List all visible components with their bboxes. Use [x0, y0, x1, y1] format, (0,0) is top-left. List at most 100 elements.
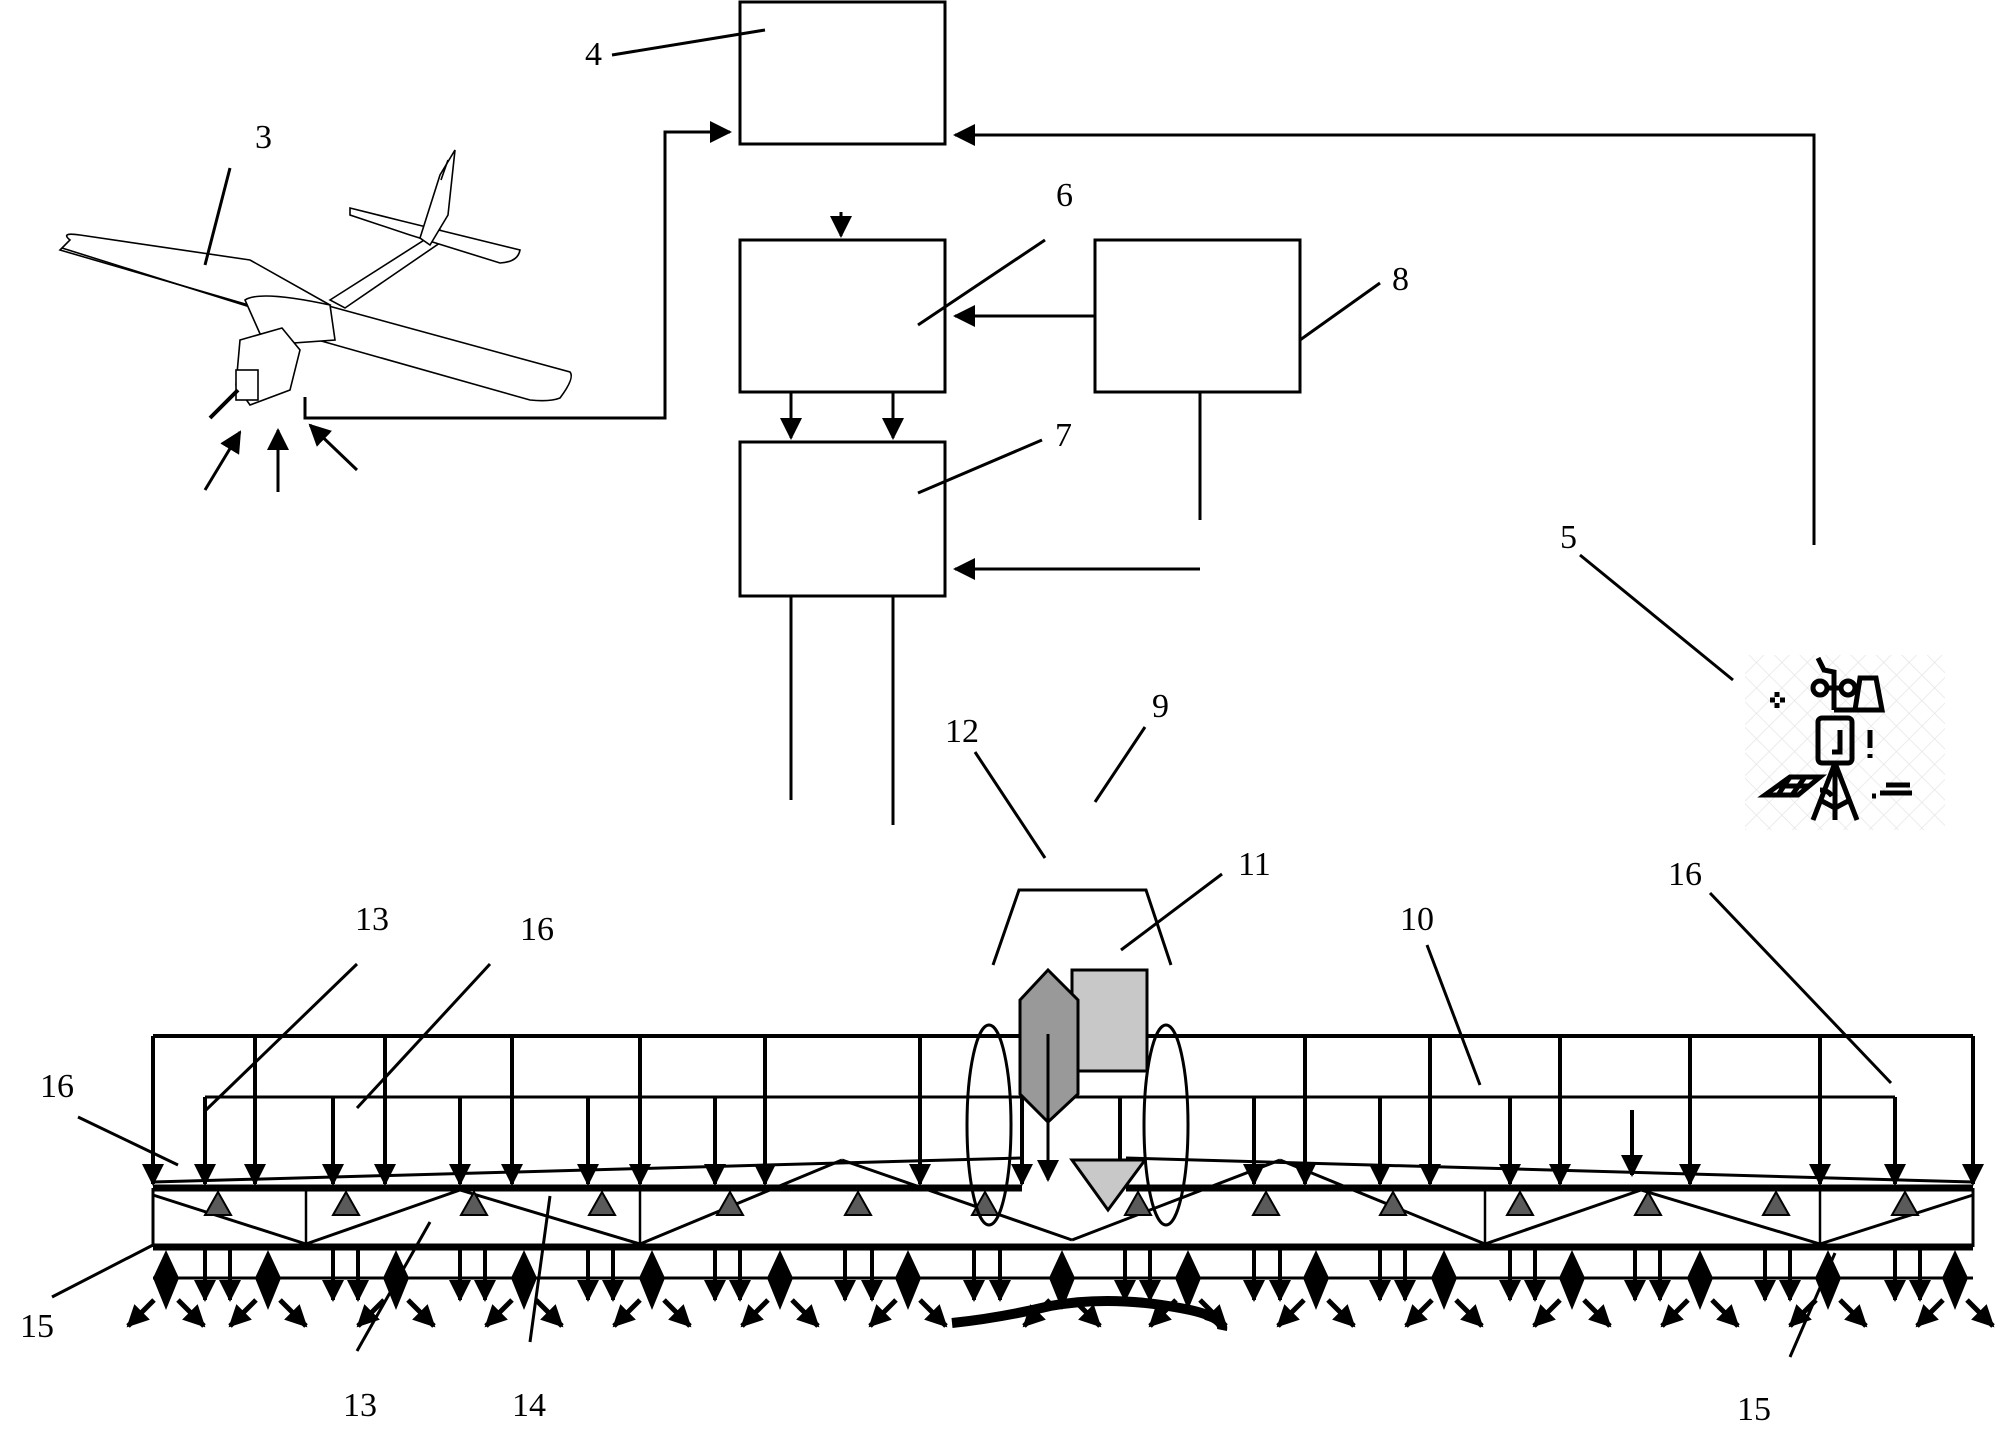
truss-segment [639, 1158, 843, 1246]
spray-arrow [484, 1298, 514, 1328]
diamond-nozzle-icon [1942, 1250, 1968, 1310]
spray-arrow [1660, 1298, 1690, 1328]
diamond-nozzle-icon [767, 1250, 793, 1310]
tank-shape [1070, 968, 1149, 1073]
label-11: 11 [1238, 846, 1271, 883]
leader-line-13-lower [355, 1221, 432, 1352]
triangle-valve-icon [1251, 1189, 1281, 1216]
leader-line-16-outer [77, 1115, 179, 1167]
label-16-outer: 16 [40, 1068, 74, 1105]
leader-line-4 [611, 28, 766, 57]
center-valve [1069, 1158, 1148, 1213]
box-7 [738, 440, 947, 598]
triangle-valve-icon [1505, 1189, 1535, 1216]
sensing-arrow-left [203, 430, 242, 491]
label-15-right: 15 [1737, 1391, 1771, 1428]
leader-line-5 [1579, 553, 1734, 682]
sensing-arrow-right [308, 423, 359, 472]
diamond-nozzle-icon [1049, 1250, 1075, 1310]
triangle-valve-icon [1761, 1189, 1791, 1216]
leader-line-11 [1120, 872, 1223, 952]
label-10: 10 [1400, 901, 1434, 938]
leader-line-13-upper [204, 962, 359, 1112]
leader-line-15-right [1788, 1252, 1837, 1358]
leader-line-6 [917, 238, 1046, 327]
spray-arrow [1404, 1298, 1434, 1328]
truss-segment [841, 1158, 1073, 1242]
triangle-valve-icon [1890, 1189, 1920, 1216]
label-16-right: 16 [1668, 856, 1702, 893]
leader-line-10 [1425, 944, 1482, 1086]
truss-segment [1819, 1193, 1974, 1246]
spray-arrow [612, 1298, 642, 1328]
spray-arrow [1710, 1298, 1740, 1328]
hose-loop-right [1142, 1023, 1190, 1227]
diamond-nozzle-icon [1431, 1250, 1457, 1310]
diamond-nozzle-icon [1303, 1250, 1329, 1310]
triangle-valve-icon [1123, 1189, 1153, 1216]
label-4: 4 [585, 36, 602, 73]
box-8 [1093, 238, 1302, 394]
label-14: 14 [512, 1387, 546, 1424]
triangle-valve-icon [843, 1189, 873, 1216]
spray-arrow [790, 1298, 820, 1328]
ground-line [951, 1295, 1228, 1332]
triangle-valve-icon [587, 1189, 617, 1216]
truss-segment [1484, 1188, 1642, 1246]
triangle-valve-icon [715, 1189, 745, 1216]
label-5: 5 [1560, 519, 1577, 556]
diamond-nozzle-icon [511, 1250, 537, 1310]
spray-arrow [740, 1298, 770, 1328]
diamond-nozzle-icon [639, 1250, 665, 1310]
spray-arrow [868, 1298, 898, 1328]
diamond-nozzle-icon [255, 1250, 281, 1310]
truss-segment [152, 1193, 307, 1246]
leader-line-3 [203, 167, 232, 266]
vehicle-roof [991, 888, 1173, 966]
spray-arrow [1838, 1298, 1868, 1328]
truss-segment [305, 1188, 461, 1246]
spray-arrow [1326, 1298, 1356, 1328]
spray-arrow [406, 1298, 436, 1328]
label-7: 7 [1055, 417, 1072, 454]
label-16-inner: 16 [520, 911, 554, 948]
spray-arrow [1582, 1298, 1612, 1328]
uav-to-box4-link [303, 121, 732, 420]
leader-line-14 [528, 1195, 552, 1343]
spray-arrow [662, 1298, 692, 1328]
leader-line-12 [973, 751, 1047, 859]
label-8: 8 [1392, 261, 1409, 298]
leader-line-15-left [51, 1243, 154, 1299]
spray-arrow [1965, 1298, 1995, 1328]
triangle-valve-icon [203, 1189, 233, 1216]
spray-arrow [356, 1298, 386, 1328]
leader-line-16-inner [355, 962, 492, 1110]
triangle-valve-icon [331, 1189, 361, 1216]
box-6 [738, 238, 947, 394]
triangle-valve-icon [459, 1189, 489, 1216]
spray-arrow [126, 1298, 156, 1328]
hose-loop-left [965, 1023, 1013, 1227]
diamond-nozzle-icon [895, 1250, 921, 1310]
station-to-box4-link [953, 124, 1816, 545]
diamond-nozzle-icon [1559, 1250, 1585, 1310]
label-9: 9 [1152, 688, 1169, 725]
weather-station-icon [1745, 655, 1945, 830]
spray-arrow [1276, 1298, 1306, 1328]
spray-arrow [1532, 1298, 1562, 1328]
diamond-nozzle-icon [1815, 1250, 1841, 1310]
spray-arrow [918, 1298, 948, 1328]
leader-line-8 [1299, 281, 1381, 342]
label-15-left: 15 [20, 1308, 54, 1345]
label-13-lower: 13 [343, 1387, 377, 1424]
label-6: 6 [1056, 177, 1073, 214]
leader-line-16-right [1708, 891, 1893, 1085]
diamond-nozzle-icon [1175, 1250, 1201, 1310]
airplane-icon [58, 149, 573, 420]
truss-segment [1279, 1158, 1486, 1246]
spray-arrow [176, 1298, 206, 1328]
leader-line-7 [917, 438, 1043, 495]
uav-drawing [58, 149, 573, 492]
triangle-valve-icon [1378, 1189, 1408, 1216]
spray-arrow [1915, 1298, 1945, 1328]
